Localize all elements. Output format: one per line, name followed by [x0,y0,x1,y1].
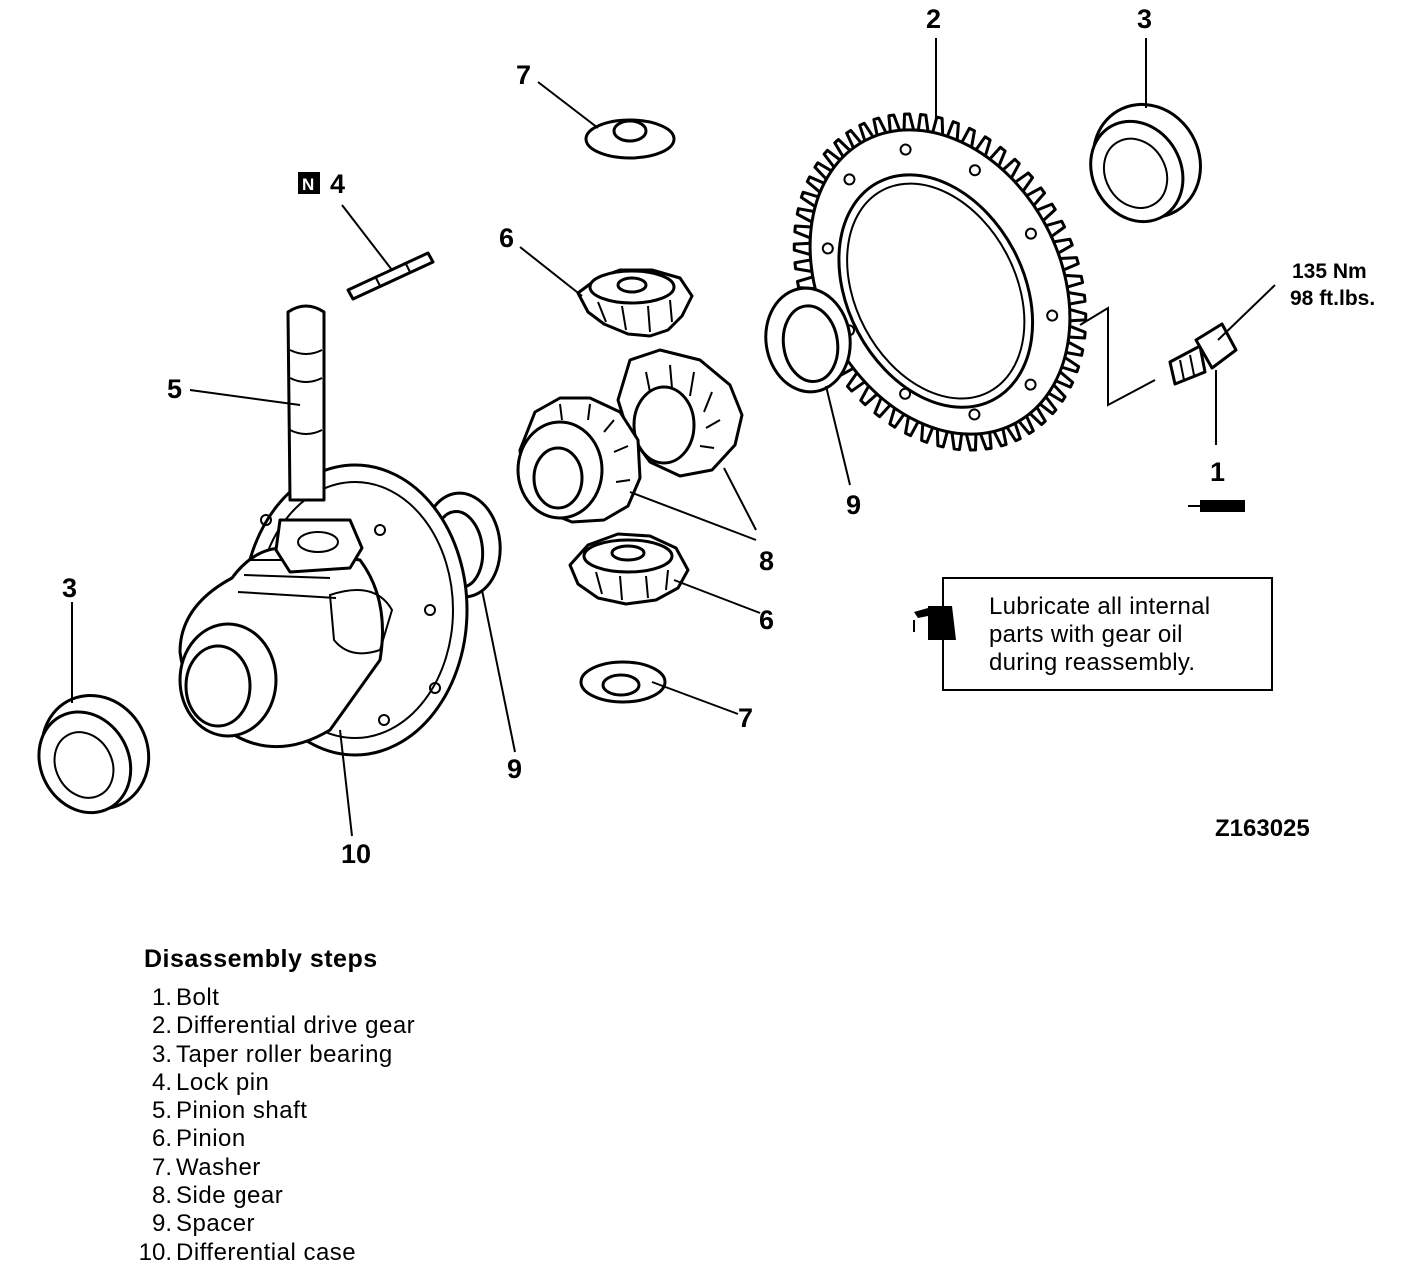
bolt-hole [1024,378,1037,391]
pinion-shaft [286,304,326,502]
lubrication-note: Lubricate all internal parts with gear o… [942,577,1273,691]
step-number: 1. [151,984,172,1011]
steps-list: 1.Bolt 2.Differential drive gear 3.Taper… [130,984,415,1267]
list-item: 1.Bolt [130,984,415,1012]
step-number: 10. [138,1238,172,1266]
side-gear-left [516,396,642,524]
step-name: Taper roller bearing [176,1040,393,1068]
step-name: Side gear [176,1182,284,1210]
callout-2: 2 [926,4,941,34]
step-number: 7. [151,1153,172,1181]
steps-title: Disassembly steps [144,945,378,973]
step-name: Lock pin [176,1068,270,1096]
callout-9-right: 9 [846,490,861,520]
step-name: Pinion shaft [176,1097,308,1125]
step-number: 8. [151,1182,172,1210]
step-name: Washer [176,1153,261,1181]
new-part-badge-label: N [302,175,314,194]
bolt-hole [821,242,834,255]
callout-8: 8 [759,546,774,576]
figure-id: Z163025 [1215,815,1310,842]
list-item: 5.Pinion shaft [130,1097,415,1125]
step-name: Differential drive gear [176,1012,416,1040]
step-name: Pinion [176,1125,246,1153]
new-part-badge: N [298,172,320,194]
torque-imperial: 98 ft.lbs. [1290,287,1375,310]
list-item: 9.Spacer [130,1210,415,1238]
step-number: 4. [151,1068,172,1096]
list-item: 2.Differential drive gear [130,1012,415,1040]
step-name: Spacer [176,1210,256,1238]
torque-metric: 135 Nm [1292,260,1367,283]
differential-drive-gear [792,112,1088,452]
disassembly-steps: Disassembly steps 1.Bolt 2.Differential … [130,945,415,1267]
list-item: 8.Side gear [130,1182,415,1210]
callout-4: 4 [330,169,345,199]
callout-6-bottom: 6 [759,605,774,635]
pinion-top [576,268,694,338]
list-item: 10.Differential case [130,1239,415,1267]
differential-case [178,463,469,757]
list-item: 7.Washer [130,1154,415,1182]
lock-pin [346,251,435,301]
callout-5: 5 [167,374,182,404]
step-number: 6. [151,1125,172,1153]
taper-roller-bearing-top [1089,102,1202,224]
callout-3-top: 3 [1137,4,1152,34]
leader-lines [71,38,1276,837]
bolt-hole [1046,309,1059,322]
callout-7-top: 7 [516,60,531,90]
note-line-1: Lubricate all internal [989,593,1211,620]
taper-roller-bearing-left [37,693,151,815]
list-item: 4.Lock pin [130,1069,415,1097]
step-number: 2. [151,1012,172,1040]
step-name: Bolt [176,984,220,1011]
callout-3-left: 3 [62,573,77,603]
callout-6-top: 6 [499,223,514,253]
washer-top [584,118,676,160]
callout-1: 1 [1210,457,1225,487]
pinion-bottom [568,532,690,606]
step-number: 3. [151,1040,172,1068]
step-number: 5. [151,1097,172,1125]
bolt-hole [968,164,981,177]
bolt-hole [899,387,912,400]
callout-10: 10 [341,839,371,869]
bolt-hole [899,143,912,156]
bolt-hole [1024,227,1037,240]
bolt-hole [843,173,856,186]
list-item: 3.Taper roller bearing [130,1041,415,1069]
spacer-right [764,286,852,394]
callout-7-bottom: 7 [738,703,753,733]
bolt [1168,322,1245,512]
list-item: 6.Pinion [130,1125,415,1153]
note-line-3: during reassembly. [989,649,1196,676]
callout-9-left: 9 [507,754,522,784]
bolt-hole [968,408,981,421]
step-name: Differential case [176,1238,357,1266]
washer-bottom [579,660,667,704]
side-gear-right [616,348,744,478]
step-number: 9. [151,1210,172,1238]
note-line-2: parts with gear oil [989,621,1183,648]
